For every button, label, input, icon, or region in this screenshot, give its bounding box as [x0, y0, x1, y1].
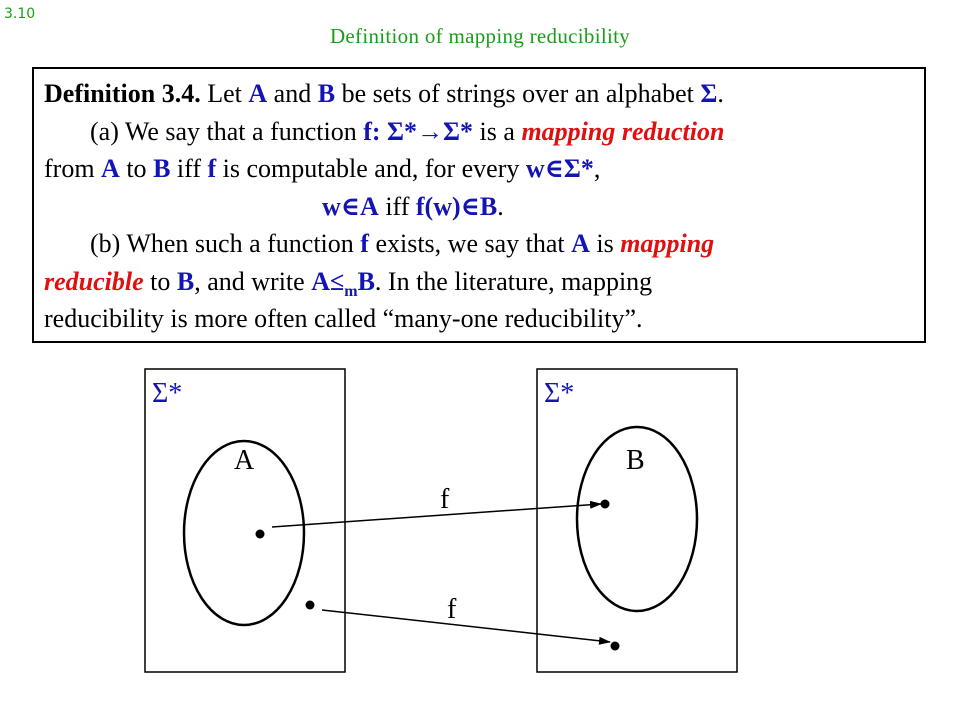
definition-line-4: w∈A iff f(w)∈B.	[44, 188, 914, 226]
point-f-w-in-b	[600, 499, 610, 509]
term-mapping-reduction: mapping reduction	[521, 116, 725, 146]
set-a-ref: A	[571, 229, 590, 258]
function-f-ref: f	[360, 229, 369, 258]
text-exists: exists, we say that	[368, 229, 572, 258]
text-iff: iff	[378, 191, 416, 221]
point-w-outside-a	[305, 600, 315, 610]
definition-line-7: reducibility is more often called “many-…	[44, 304, 643, 333]
slide-number: 3.10	[4, 6, 36, 22]
left-universe-label: Σ*	[152, 378, 182, 409]
w-in-sigma-star: w∈Σ*	[525, 154, 594, 183]
definition-box: Definition 3.4. Let A and B be sets of s…	[32, 67, 926, 343]
definition-heading: Definition 3.4.	[44, 79, 201, 108]
subscript-m: m	[344, 282, 358, 300]
a-le-symbol: A≤	[311, 266, 345, 296]
definition-line-1: Definition 3.4. Let A and B be sets of s…	[44, 75, 914, 113]
set-a-ref: A	[248, 79, 268, 108]
function-f-ref: f	[207, 154, 217, 183]
set-a-label: A	[234, 445, 255, 476]
term-reducible: reducible	[44, 266, 144, 296]
w-in-a: w∈A	[322, 191, 379, 221]
point-f-w-outside-b	[610, 641, 620, 651]
text-period: .	[497, 191, 504, 221]
text-computable: is computable and, for every	[216, 154, 526, 183]
text-to: to	[119, 154, 154, 183]
set-b-ref: B	[317, 79, 336, 108]
right-universe-label: Σ*	[544, 378, 574, 409]
text-and: and	[267, 79, 318, 108]
definition-line-2: (a) We say that a function f: Σ*→Σ* is a…	[44, 113, 914, 151]
set-a-ref: A	[101, 154, 120, 183]
set-b-ref: B	[153, 154, 171, 183]
text-let: Let	[200, 79, 249, 108]
sigma-symbol: Σ	[700, 79, 718, 108]
slide-title: Definition of mapping reducibility	[329, 24, 631, 48]
text-part-b: (b) When such a function	[90, 229, 361, 258]
text-is-a: is a	[473, 116, 522, 146]
set-a-ellipse	[182, 439, 306, 627]
term-mapping: mapping	[620, 229, 715, 258]
right-universe-box	[536, 368, 738, 673]
text-comma: ,	[593, 154, 601, 183]
arrow-f-lower	[321, 609, 611, 645]
text-iff: iff	[170, 154, 208, 183]
text-and-write: , and write	[194, 266, 312, 296]
text-literature: . In the literature, mapping	[374, 266, 653, 296]
text-is: is	[589, 229, 621, 258]
f-w-in-b: f(w)∈B	[415, 191, 498, 221]
function-signature: f: Σ*→Σ*	[363, 116, 474, 146]
text-from: from	[44, 154, 102, 183]
left-universe-box	[144, 368, 346, 673]
arrow-f-lower-label: f	[447, 594, 457, 625]
set-b-ref: B	[357, 266, 375, 296]
text-to: to	[143, 266, 177, 296]
text-alphabet: be sets of strings over an alphabet	[335, 79, 701, 108]
set-b-ref: B	[176, 266, 195, 296]
definition-line-6: reducible to B, and write A≤mB. In the l…	[44, 263, 914, 301]
set-b-label: B	[626, 445, 645, 476]
set-b-ellipse	[575, 425, 699, 613]
text-period: .	[717, 79, 724, 108]
arrow-f-upper-label: f	[440, 484, 450, 515]
reduction-notation: A≤mB	[311, 266, 375, 300]
definition-line-3: from A to B iff f is computable and, for…	[44, 150, 914, 188]
arrow-f-upper	[271, 500, 602, 528]
definition-line-5: (b) When such a function f exists, we sa…	[44, 225, 914, 263]
point-w-in-a	[255, 529, 265, 539]
text-part-a: (a) We say that a function	[90, 116, 364, 146]
